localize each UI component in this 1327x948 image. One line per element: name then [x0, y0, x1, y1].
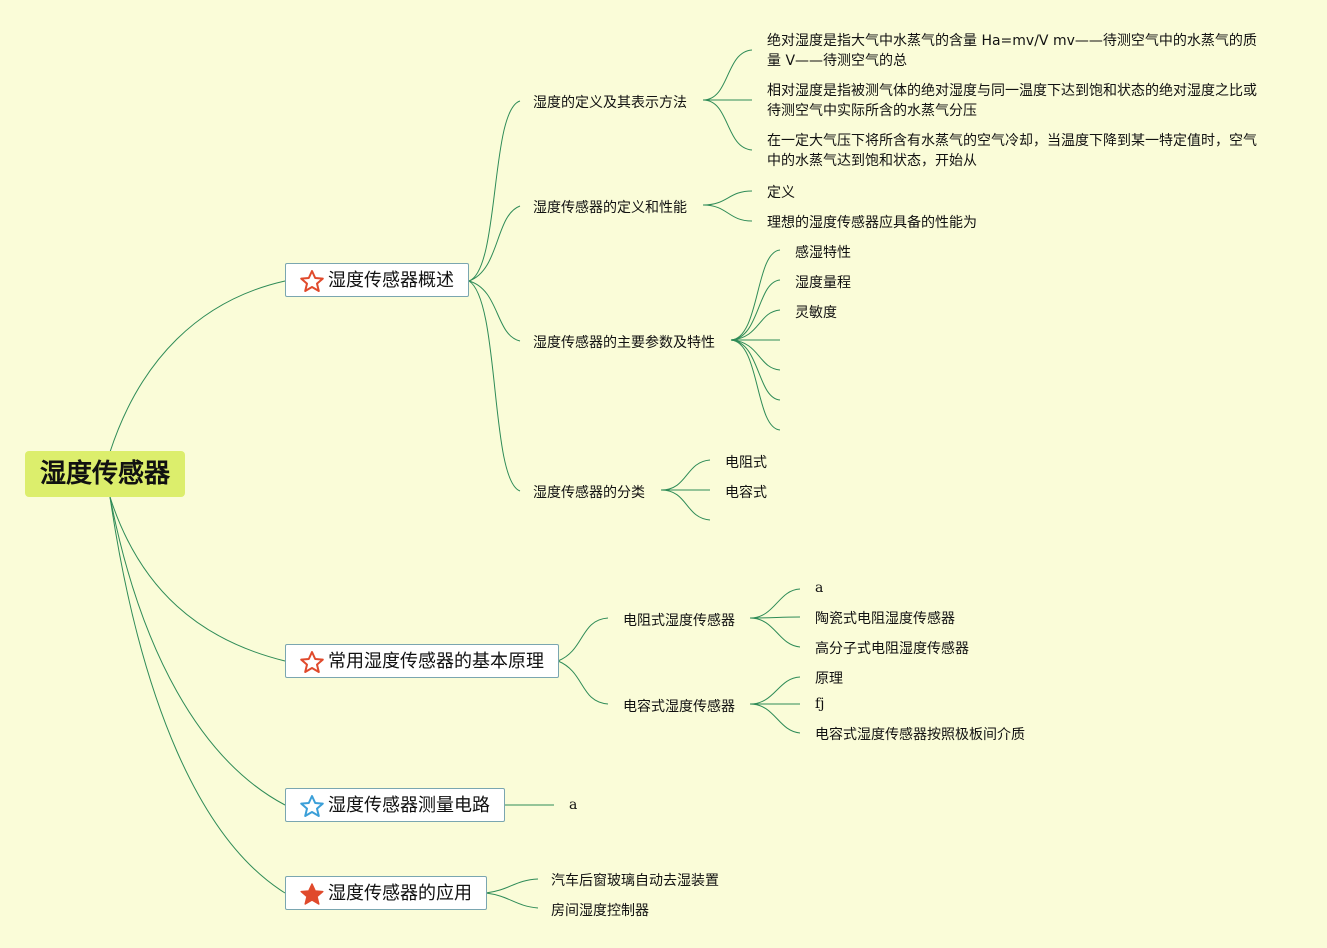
link-b0-s0: [468, 100, 521, 282]
sub-resistive-sensor[interactable]: 电阻式湿度传感器: [623, 613, 735, 629]
leaf-humidity-characteristic[interactable]: 感湿特性: [795, 245, 851, 261]
branch-measurement-circuit[interactable]: 湿度传感器测量电路: [285, 788, 505, 822]
leaf-fj[interactable]: fj: [815, 696, 825, 712]
link-b1-s0: [557, 617, 609, 662]
link-s2-l1: [730, 279, 781, 341]
leaf-ideal-performance[interactable]: 理想的湿度传感器应具备的性能为: [767, 215, 977, 231]
link-s2-l5: [730, 339, 781, 401]
leaf-car-defogger[interactable]: 汽车后窗玻璃自动去湿装置: [551, 873, 719, 889]
link-s1-l0: [702, 190, 753, 206]
star-outline-blue-icon: [300, 795, 324, 817]
link-b3-l1: [485, 892, 539, 909]
sub-sensor-definition[interactable]: 湿度传感器的定义和性能: [533, 200, 687, 216]
leaf-polymer-resistive[interactable]: 高分子式电阻湿度传感器: [815, 641, 969, 657]
link-s2-l4: [730, 339, 781, 371]
link-c-l2: [749, 703, 801, 734]
star-outline-red-icon: [300, 270, 324, 292]
link-b0-s3: [468, 280, 521, 492]
leaf-a[interactable]: a: [569, 797, 578, 813]
sub-classification[interactable]: 湿度传感器的分类: [533, 485, 645, 501]
branch-label: 湿度传感器的应用: [328, 883, 472, 904]
link-c-l0: [749, 676, 801, 705]
link-s3-l2: [660, 489, 711, 521]
branch-label: 湿度传感器测量电路: [328, 795, 490, 816]
link-root-b2: [109, 496, 286, 806]
leaf-dew-point[interactable]: 在一定大气压下将所含有水蒸气的空气冷却，当温度下降到某一特定值时，空气中的水蒸气…: [767, 133, 1257, 169]
sub-capacitive-sensor[interactable]: 电容式湿度传感器: [623, 699, 735, 715]
leaf-humidity-range[interactable]: 湿度量程: [795, 275, 851, 291]
link-b0-s1: [468, 205, 521, 282]
sub-main-parameters[interactable]: 湿度传感器的主要参数及特性: [533, 335, 715, 351]
link-s0-l0: [702, 49, 753, 101]
star-filled-red-icon: [300, 883, 324, 905]
link-s2-l2: [730, 309, 781, 341]
link-r-l1: [749, 616, 801, 619]
star-outline-red-icon: [300, 651, 324, 673]
leaf-room-humidity-controller[interactable]: 房间湿度控制器: [551, 903, 649, 919]
link-r-l2: [749, 617, 801, 648]
branch-label: 常用湿度传感器的基本原理: [328, 651, 544, 672]
link-root-b3: [109, 496, 286, 894]
sub-humidity-definition[interactable]: 湿度的定义及其表示方法: [533, 95, 687, 111]
leaf-absolute-humidity[interactable]: 绝对湿度是指大气中水蒸气的含量 Ha=mv/V mv——待测空气中的水蒸气的质量…: [767, 33, 1257, 69]
root-topic[interactable]: 湿度传感器: [25, 451, 185, 497]
branch-applications[interactable]: 湿度传感器的应用: [285, 876, 487, 910]
link-s2-l0: [730, 249, 781, 341]
leaf-sensitivity[interactable]: 灵敏度: [795, 305, 837, 321]
leaf-definition[interactable]: 定义: [767, 185, 795, 201]
link-b0-s2: [468, 280, 521, 342]
link-b3-l0: [485, 878, 539, 894]
link-s3-l0: [660, 459, 711, 491]
link-root-b0: [109, 280, 286, 453]
leaf-capacitive-medium[interactable]: 电容式湿度传感器按照极板间介质: [815, 727, 1025, 743]
link-s2-l6: [730, 339, 781, 431]
leaf-relative-humidity[interactable]: 相对湿度是指被测气体的绝对湿度与同一温度下达到饱和状态的绝对湿度之比或待测空气中…: [767, 83, 1257, 119]
leaf-ceramic-resistive[interactable]: 陶瓷式电阻湿度传感器: [815, 611, 955, 627]
leaf-principle[interactable]: 原理: [815, 671, 843, 687]
link-b1-s1: [557, 660, 609, 705]
branch-overview[interactable]: 湿度传感器概述: [285, 263, 469, 297]
link-s0-l2: [702, 99, 753, 151]
branch-basic-principle[interactable]: 常用湿度传感器的基本原理: [285, 644, 559, 678]
leaf-a[interactable]: a: [815, 580, 824, 596]
link-r-l0: [749, 588, 801, 619]
leaf-resistive[interactable]: 电阻式: [725, 455, 767, 471]
link-root-b1: [109, 496, 286, 662]
leaf-capacitive[interactable]: 电容式: [725, 485, 767, 501]
branch-label: 湿度传感器概述: [328, 270, 454, 291]
link-s1-l1: [702, 204, 753, 222]
